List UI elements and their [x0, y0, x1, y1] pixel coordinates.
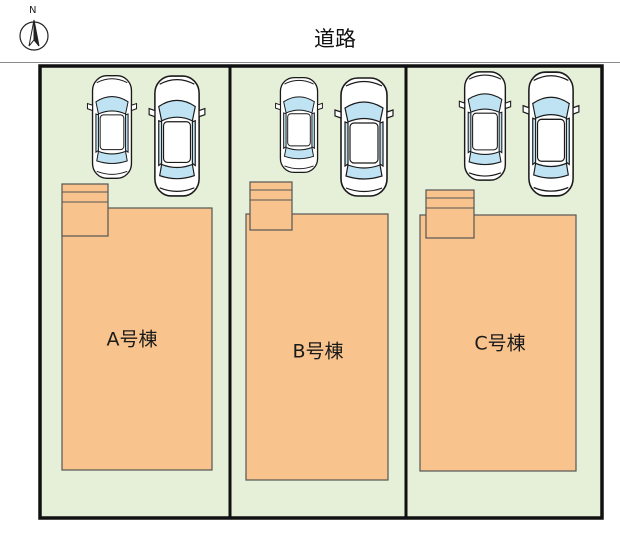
building-b — [245, 213, 389, 481]
building-a — [61, 207, 213, 471]
car-icon — [86, 75, 138, 179]
building-label-a: A号棟 — [107, 329, 158, 351]
building-c — [419, 214, 577, 472]
car-icon — [274, 76, 324, 174]
north-label: N — [29, 5, 37, 16]
road-label: 道路 — [314, 27, 356, 51]
site-boundary — [38, 64, 604, 520]
north-arrow: N — [16, 6, 52, 54]
entrance-porch-c — [425, 189, 475, 239]
entrance-porch-a — [61, 183, 109, 237]
car-icon — [148, 75, 206, 197]
building-label-c: C号棟 — [474, 333, 525, 355]
road-edge-line — [0, 62, 620, 63]
car-icon — [458, 71, 512, 181]
car-icon — [334, 77, 394, 197]
compass-icon — [19, 19, 49, 51]
entrance-porch-b — [249, 181, 293, 231]
building-label-b: B号棟 — [292, 341, 343, 363]
car-icon — [522, 71, 580, 197]
